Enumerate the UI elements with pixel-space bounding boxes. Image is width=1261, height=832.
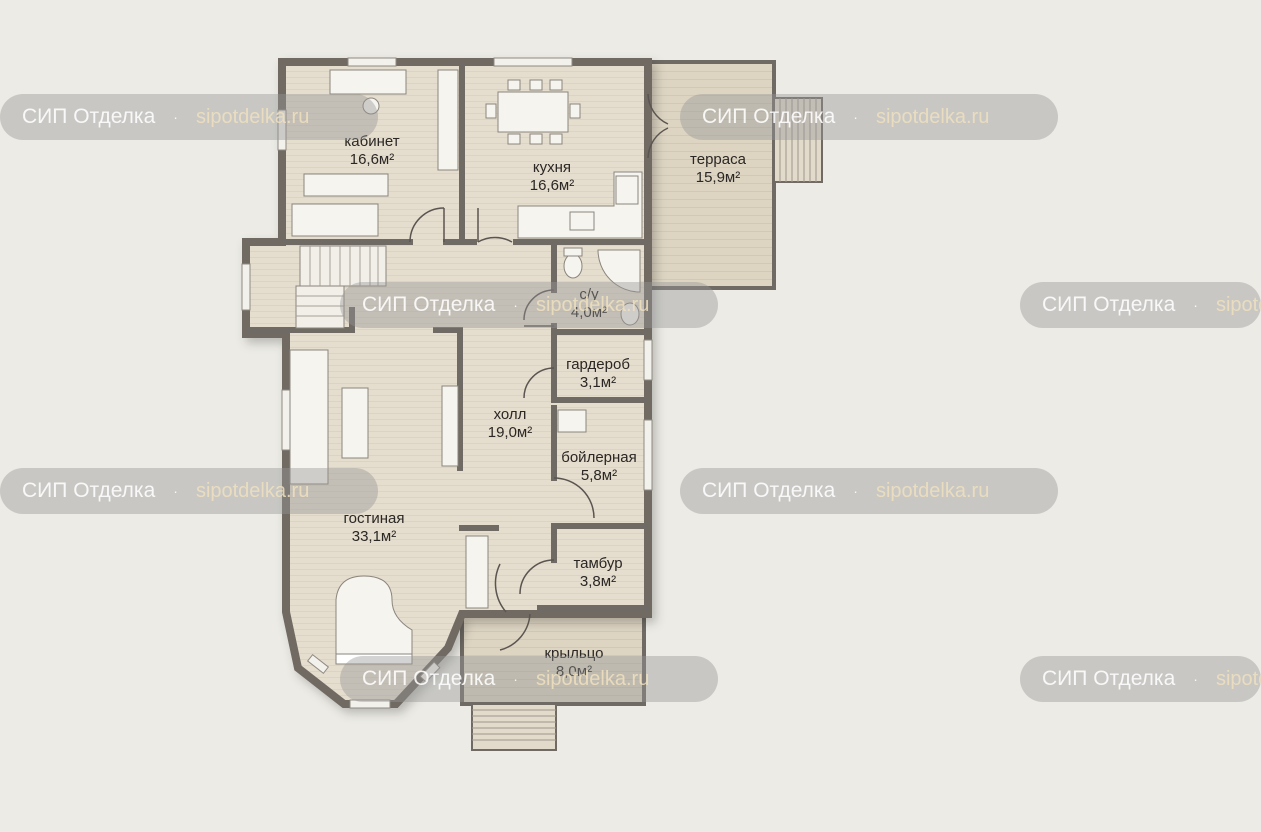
terrace-deck	[646, 60, 823, 290]
watermark-url: sipotdelka.ru	[1215, 293, 1261, 316]
watermark-brand: СИП Отделка	[702, 105, 836, 128]
watermark: СИП Отделка · sipotdelka.ru	[1020, 656, 1261, 702]
watermark-url: sipotdelka.ru	[195, 105, 310, 128]
kitchen-counter	[517, 171, 643, 239]
watermark-url: sipotdelka.ru	[875, 105, 990, 128]
interior-walls	[247, 61, 649, 611]
watermark-brand: СИП Отделка	[1042, 667, 1176, 690]
staircase	[295, 245, 387, 329]
dining-table	[497, 91, 569, 133]
watermark: СИП Отделка · sipotdelka.ru	[340, 282, 718, 328]
daybed	[303, 173, 389, 197]
porch-deck	[460, 612, 646, 751]
room-area: 4,0м²	[571, 304, 607, 321]
room-area: 16,6м²	[530, 177, 575, 194]
boiler	[557, 409, 587, 433]
watermark-separator: ·	[173, 483, 178, 499]
watermark-separator: ·	[1193, 671, 1198, 687]
room-name: кабинет	[344, 133, 399, 150]
stair-treads	[296, 246, 379, 317]
toilet	[563, 253, 583, 279]
watermark-separator: ·	[853, 109, 858, 125]
room-area: 16,6м²	[350, 151, 395, 168]
room-area: 15,9м²	[696, 169, 741, 186]
room-name: холл	[494, 406, 527, 423]
room-name: кухня	[533, 159, 571, 176]
toilet-tank	[563, 247, 583, 257]
watermark-separator: ·	[173, 109, 178, 125]
fireplace	[441, 385, 459, 467]
watermark-brand: СИП Отделка	[22, 479, 156, 502]
room-area: 33,1м²	[352, 528, 397, 545]
watermark-brand: СИП Отделка	[1042, 293, 1176, 316]
watermark-separator: ·	[513, 297, 518, 313]
watermark-brand: СИП Отделка	[702, 479, 836, 502]
room-area: 19,0м²	[488, 424, 533, 441]
room-area: 5,8м²	[581, 467, 617, 484]
room-name: тамбур	[573, 555, 622, 572]
door-swings	[409, 93, 669, 651]
room-area: 3,1м²	[580, 374, 616, 391]
watermark: СИП Отделка · sipotdelka.ru	[1020, 282, 1261, 328]
grand-piano	[335, 575, 413, 663]
room-area: 8,0м²	[556, 663, 592, 680]
coffee-table	[341, 387, 369, 459]
stove	[615, 175, 639, 205]
bookshelf	[437, 69, 459, 171]
room-name: гардероб	[566, 356, 630, 373]
watermark: СИП Отделка · sipotdelka.ru	[680, 94, 1058, 140]
watermark-brand: СИП Отделка	[362, 667, 496, 690]
washbasin	[620, 302, 640, 326]
watermark-separator: ·	[513, 671, 518, 687]
windows	[241, 57, 653, 709]
watermark-url: sipotdelka.ru	[535, 667, 650, 690]
living-sofa	[289, 349, 329, 485]
watermark: СИП Отделка · sipotdelka.ru	[680, 468, 1058, 514]
room-name: терраса	[690, 151, 747, 168]
room-name: гостиная	[344, 510, 405, 527]
sofa	[291, 203, 379, 237]
furniture	[289, 69, 643, 665]
shower	[597, 249, 641, 293]
watermark-brand: СИП Отделка	[362, 293, 496, 316]
watermark-separator: ·	[1193, 297, 1198, 313]
room-name: крыльцо	[544, 645, 603, 662]
watermark-url: sipotdelka.ru	[875, 479, 990, 502]
cabinet-unit	[465, 535, 489, 609]
desk	[329, 69, 407, 95]
room-name: с/у	[579, 286, 599, 303]
watermark-url: sipotdelka.ru	[195, 479, 310, 502]
watermark-url: sipotdelka.ru	[1215, 667, 1261, 690]
kitchen-sink	[569, 211, 595, 231]
watermark: СИП Отделка · sipotdelka.ru	[0, 468, 378, 514]
watermark-url: sipotdelka.ru	[535, 293, 650, 316]
office-chair	[362, 97, 380, 115]
watermark-brand: СИП Отделка	[22, 105, 156, 128]
room-area: 3,8м²	[580, 573, 616, 590]
dining-chairs	[485, 79, 581, 145]
watermark-separator: ·	[853, 483, 858, 499]
watermark: СИП Отделка · sipotdelka.ru	[0, 94, 378, 140]
watermark: СИП Отделка · sipotdelka.ru	[340, 656, 718, 702]
room-name: бойлерная	[561, 449, 637, 466]
piano-keys	[335, 653, 413, 665]
